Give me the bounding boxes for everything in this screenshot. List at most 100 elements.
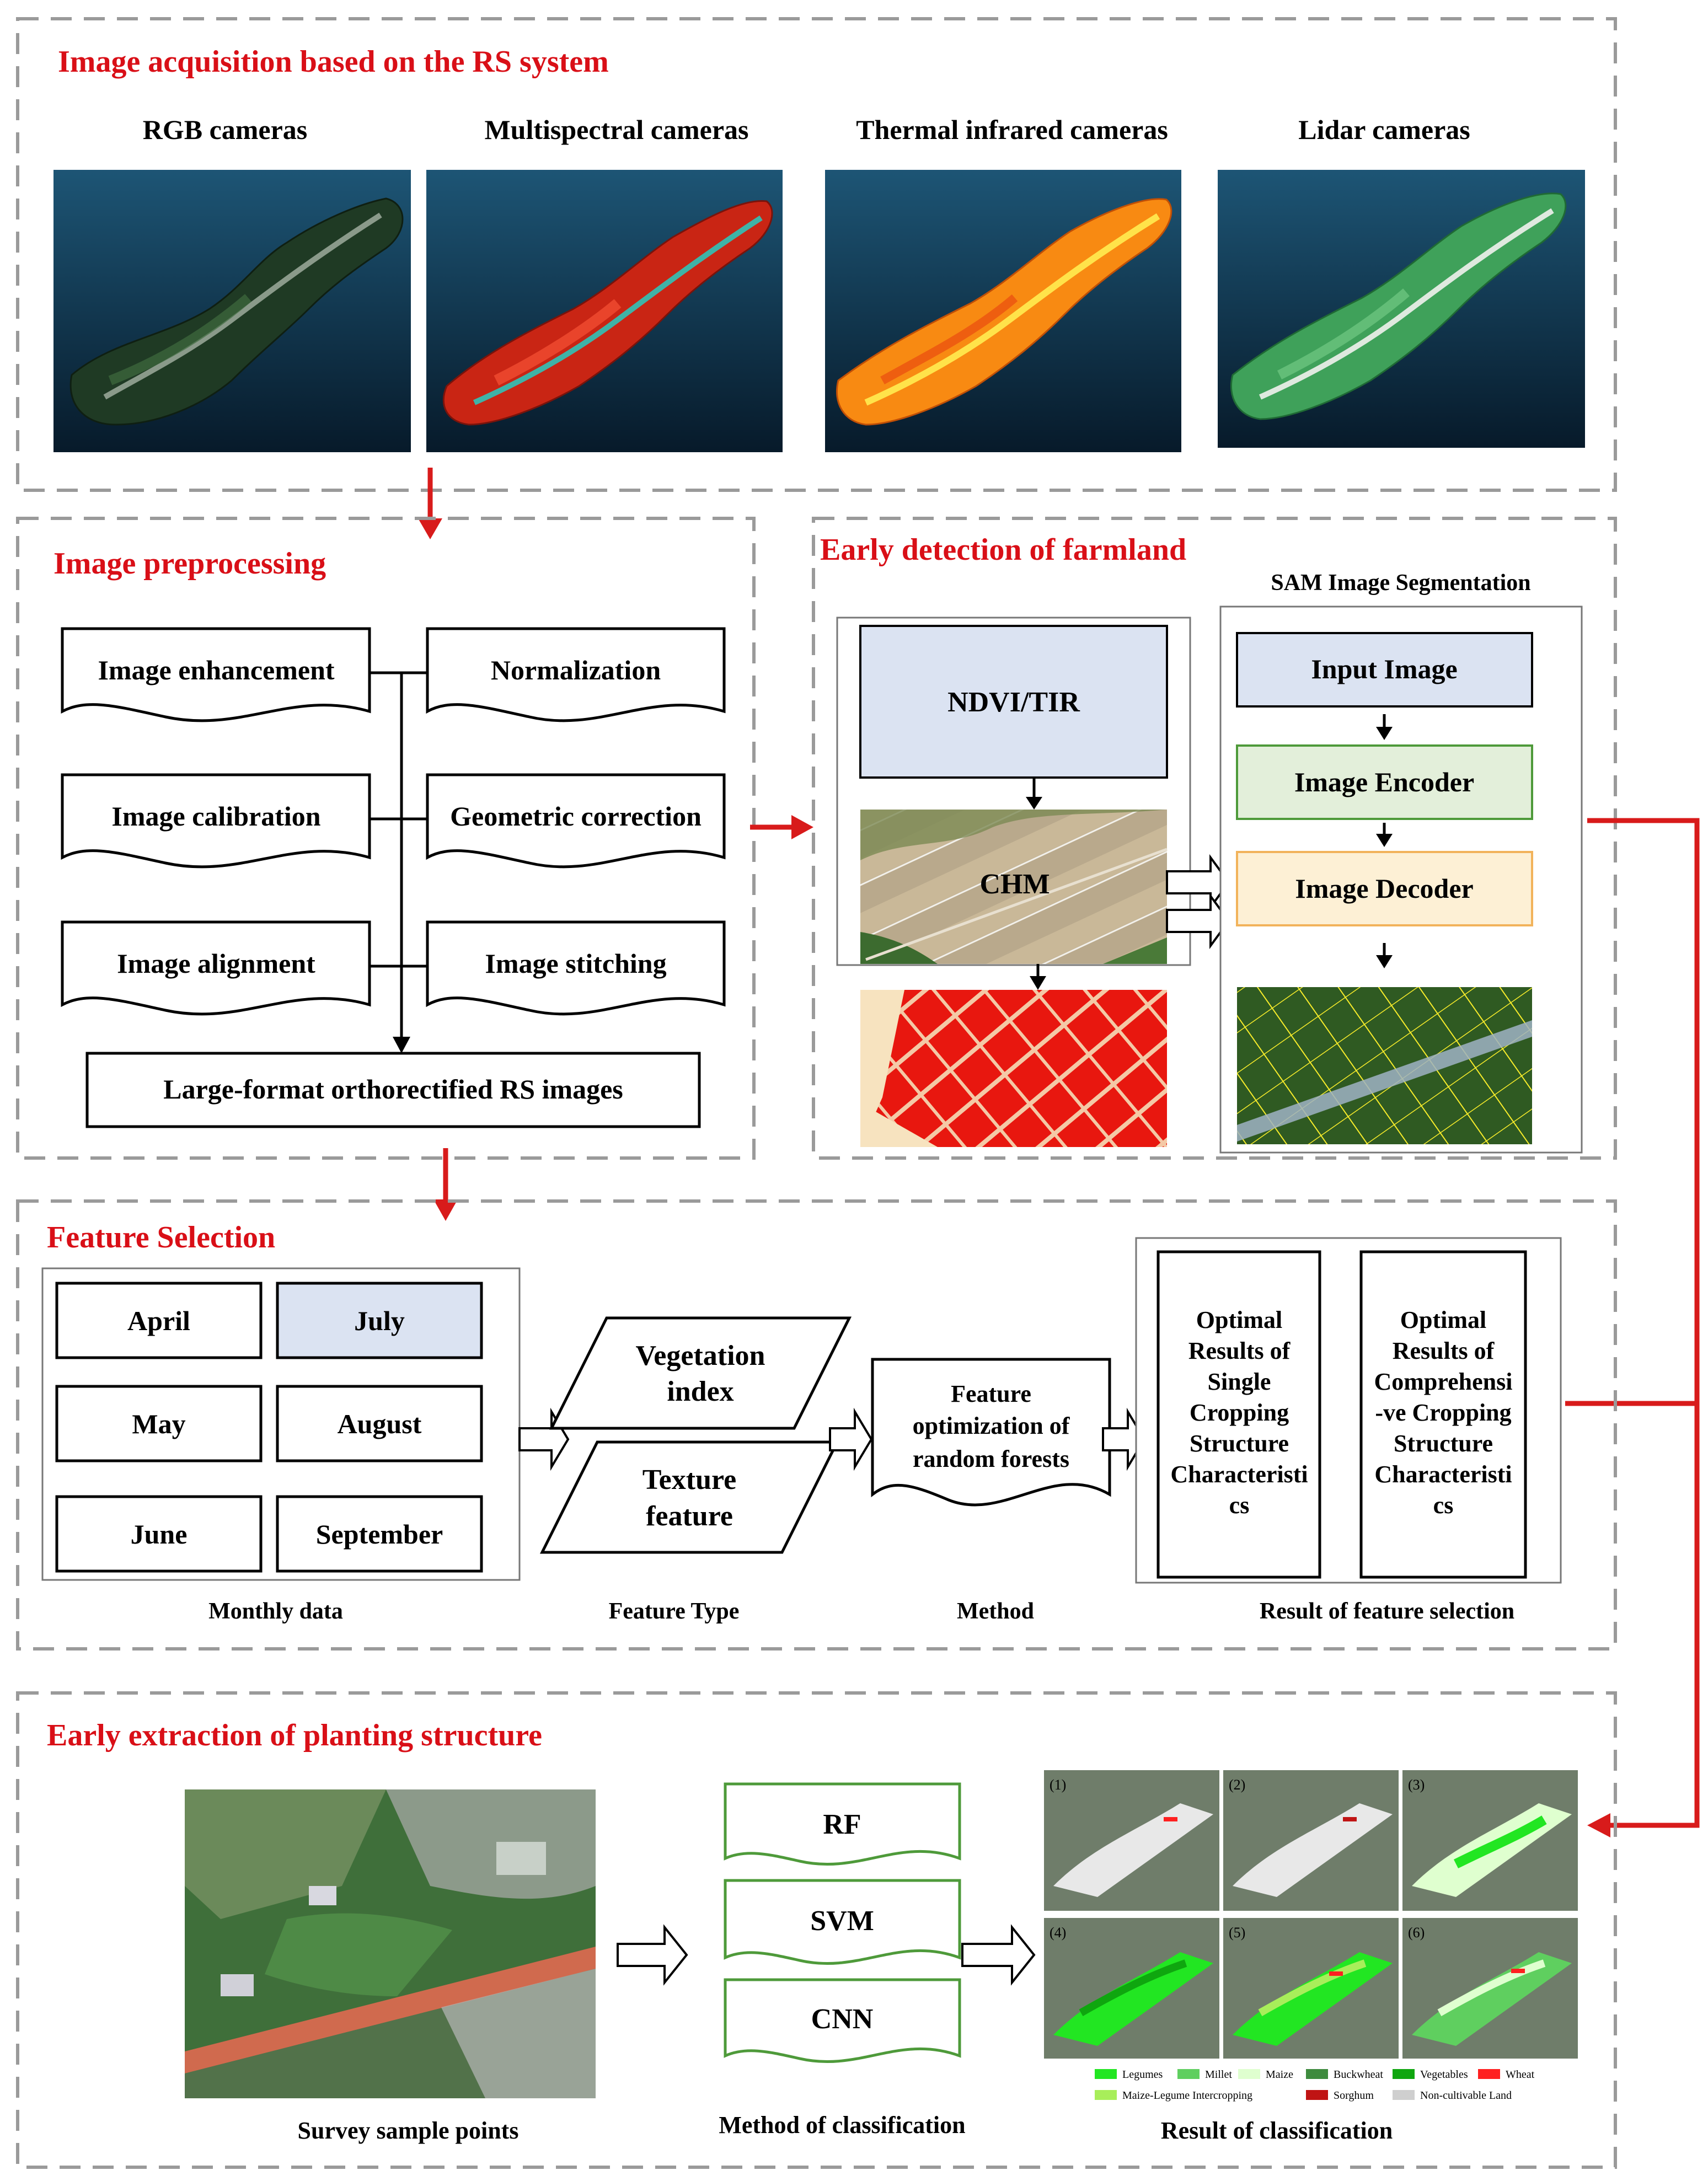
arrow-preprocessing-to-detection (750, 815, 813, 839)
ndvi-label: NDVI/TIR (947, 687, 1080, 718)
result-line: cs (1433, 1492, 1454, 1519)
legend-label: Millet (1205, 2069, 1232, 2081)
sam-input-image-box: Input Image (1236, 632, 1533, 708)
result-panel-5: (5) (1223, 1918, 1399, 2059)
result-panel-1: (1) (1044, 1770, 1219, 1911)
acquisition-dashed-frame (16, 17, 1617, 492)
section-preprocessing: Image preprocessing Image enhancement Im… (16, 517, 756, 1160)
section-extraction: Early extraction of planting structure R… (16, 1691, 1617, 2169)
result-line: Comprehensi (1374, 1368, 1513, 1395)
result-line: Characteristi (1170, 1461, 1308, 1488)
feature-type-label: Vegetation (636, 1340, 765, 1371)
month-august: August (276, 1385, 483, 1462)
panel-number: (6) (1408, 1925, 1425, 1941)
legend-label: Sorghum (1334, 2089, 1374, 2102)
legend-swatch (1393, 2069, 1415, 2079)
sam-segmentation-image (1237, 987, 1532, 1144)
step-image-enhancement: Image enhancement (61, 627, 371, 722)
step-label: Normalization (491, 655, 661, 685)
ndvi-to-chm-arrow (1026, 797, 1042, 810)
preprocessing-connectors (370, 671, 427, 1046)
detection-title: Early detection of farmland (820, 533, 1186, 567)
method-cnn: CNN (724, 1978, 961, 2064)
panel-number: (5) (1229, 1925, 1245, 1941)
result-line: Cropping (1190, 1399, 1289, 1426)
step-image-alignment: Image alignment (61, 920, 371, 1016)
legend-label: Non-cultivable Land (1420, 2089, 1512, 2102)
month-april: April (55, 1282, 263, 1359)
extraction-title: Early extraction of planting structure (47, 1718, 542, 1753)
method-random-forest: Feature optimization of random forests (871, 1358, 1111, 1507)
farmland-mask-image (860, 990, 1167, 1147)
method-label: optimization of (913, 1412, 1070, 1439)
month-label: May (132, 1408, 185, 1439)
preprocessing-title: Image preprocessing (53, 546, 326, 581)
lidar-camera-image (1218, 170, 1585, 448)
sam-arrow-1 (1376, 727, 1393, 740)
month-september: September (276, 1495, 483, 1573)
legend-swatch (1306, 2090, 1328, 2100)
arrow-methods-to-results (961, 1924, 1036, 1986)
method-svm: SVM (724, 1879, 961, 1965)
arrow-detection-to-results (1565, 818, 1700, 1828)
method-label: RF (823, 1809, 861, 1840)
camera-label-thermal: Thermal infrared cameras (856, 114, 1168, 145)
extraction-dashed-frame (16, 1691, 1617, 2169)
month-label: June (131, 1519, 188, 1550)
camera-label-rgb: RGB cameras (143, 114, 308, 145)
month-label: August (338, 1408, 422, 1439)
sam-arrow-2 (1376, 834, 1393, 847)
result-single-cropping: Optimal Results of Single Cropping Struc… (1156, 1250, 1321, 1579)
result-line: Results of (1188, 1337, 1291, 1364)
arrow-acquisition-to-preprocessing (418, 468, 442, 539)
legend-label: Buckwheat (1334, 2069, 1383, 2081)
month-june: June (55, 1495, 263, 1573)
legend-label: Legumes (1122, 2069, 1163, 2081)
month-label: July (354, 1305, 405, 1336)
feature-type-label: index (667, 1376, 733, 1407)
classification-panels: (1) (2) (3) (4) (1044, 1770, 1578, 2059)
arrow-head-results (1587, 1813, 1610, 1837)
result-line: Optimal (1400, 1306, 1486, 1333)
caption-result-classification: Result of classification (1161, 2117, 1393, 2144)
arrow-features-to-method (829, 1407, 873, 1471)
month-label: April (127, 1305, 190, 1336)
panel-number: (4) (1050, 1925, 1066, 1941)
thermal-camera-image (825, 170, 1181, 452)
detection-dashed-frame (812, 517, 1617, 1160)
result-line: Characteristi (1374, 1461, 1512, 1488)
feature-title: Feature Selection (47, 1220, 275, 1255)
chm-image: CHM (860, 810, 1168, 964)
result-line: Single (1208, 1368, 1271, 1395)
section-early-detection: Early detection of farmland NDVI/TIR CHM (812, 517, 1617, 1160)
result-comprehensive-cropping: Optimal Results of Comprehensi -ve Cropp… (1359, 1250, 1527, 1579)
step-geometric-correction: Geometric correction (426, 773, 726, 869)
chm-to-mask-arrow (1030, 976, 1046, 990)
step-label: Image calibration (111, 801, 320, 832)
step-normalization: Normalization (426, 627, 726, 722)
arrow-survey-to-methods (617, 1924, 688, 1986)
feature-type-texture: Texture feature (539, 1440, 840, 1554)
output-label: Large-format orthorectified RS images (163, 1074, 623, 1105)
caption-method-classification: Method of classification (719, 2112, 965, 2139)
legend-label: Maize (1266, 2069, 1293, 2081)
month-may: May (55, 1385, 263, 1462)
result-panel-2: (2) (1223, 1770, 1399, 1911)
result-panel-6: (6) (1402, 1918, 1578, 2059)
caption-survey: Survey sample points (298, 2117, 519, 2144)
step-label: Image alignment (117, 948, 315, 979)
legend-swatch (1238, 2069, 1260, 2079)
method-label: CNN (811, 2003, 874, 2035)
multispectral-camera-image (426, 170, 783, 452)
method-label: random forests (913, 1445, 1069, 1472)
chm-label: CHM (979, 869, 1050, 900)
arrow-head-to-output (393, 1037, 410, 1053)
caption-feature-type: Feature Type (609, 1599, 740, 1624)
result-line: Structure (1394, 1430, 1493, 1457)
result-line: Results of (1393, 1337, 1495, 1364)
method-rf: RF (724, 1782, 961, 1866)
sam-image-decoder-box: Image Decoder (1236, 851, 1533, 926)
legend-label: Wheat (1506, 2069, 1535, 2081)
